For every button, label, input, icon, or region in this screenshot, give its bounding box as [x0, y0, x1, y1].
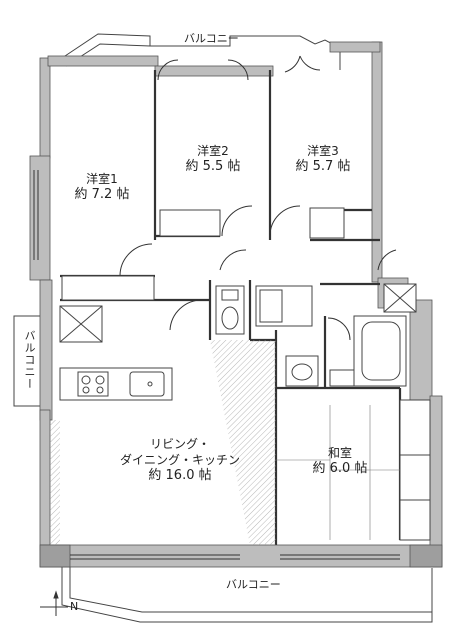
room-ldk-name-line1: リビング・ [149, 437, 210, 451]
room-western3: 洋室3 約 5.7 帖 [288, 144, 358, 174]
bottom-balcony [61, 565, 433, 623]
room-western2-name: 洋室2 [197, 144, 229, 158]
kitchen-counter [59, 305, 173, 401]
north-mark: N [70, 600, 79, 613]
hatched-floor [50, 340, 276, 545]
bath-area [255, 283, 417, 387]
room-western3-name: 洋室3 [307, 144, 339, 158]
room-western3-size: 約 5.7 帖 [295, 159, 351, 174]
room-japanese-name: 和室 [327, 446, 352, 460]
room-japanese-size: 約 6.0 帖 [312, 461, 368, 476]
room-western2-size: 約 5.5 帖 [185, 159, 241, 174]
closets [61, 207, 431, 541]
balcony-bottom-label: バルコニー [226, 578, 281, 591]
room-western2: 洋室2 約 5.5 帖 [178, 144, 248, 174]
doors [119, 55, 397, 341]
room-ldk-name-line2: ダイニング・キッチン [119, 453, 240, 467]
room-western1-size: 約 7.2 帖 [74, 187, 130, 202]
room-ldk: リビング・ ダイニング・キッチン 約 16.0 帖 [110, 436, 250, 484]
room-ldk-size: 約 16.0 帖 [148, 468, 212, 483]
room-japanese: 和室 約 6.0 帖 [300, 446, 380, 476]
outer-walls [29, 41, 443, 568]
toilet [215, 285, 245, 335]
room-western1-name: 洋室1 [86, 172, 118, 186]
windows [33, 170, 400, 560]
room-western1: 洋室1 約 7.2 帖 [72, 172, 132, 202]
balcony-left-label: バルコニー [23, 330, 36, 390]
balcony-top-label: バルコニー [184, 32, 239, 45]
north-arrow-icon [40, 590, 68, 616]
tatami-lines [276, 405, 400, 540]
